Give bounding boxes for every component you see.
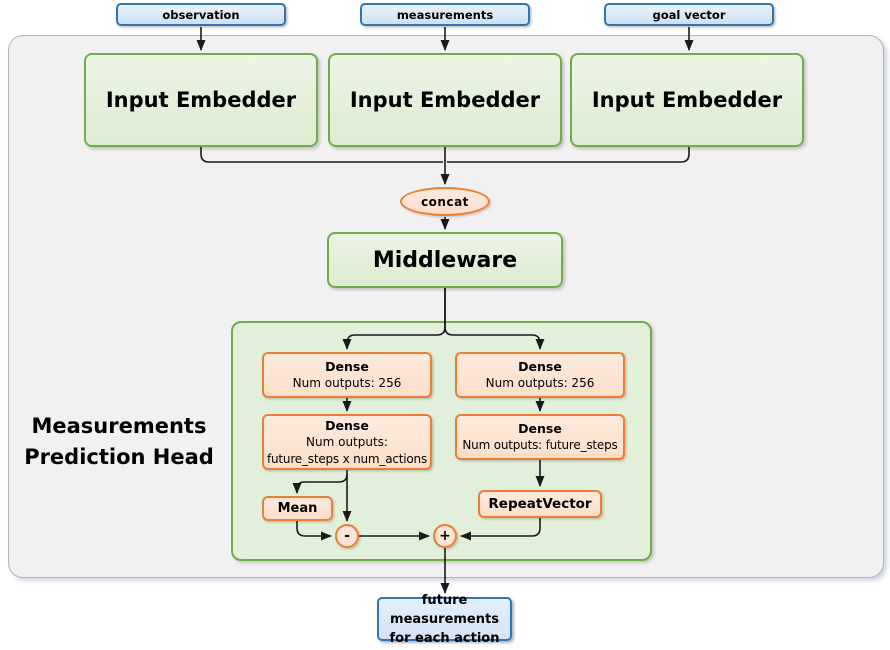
dense-left-2-title: Dense <box>325 417 369 433</box>
minus-node: - <box>335 524 359 548</box>
input-box-measurements: measurements <box>360 3 530 26</box>
dense-right-2: Dense Num outputs: future_steps <box>455 414 625 460</box>
plus-label: + <box>439 528 451 544</box>
input-box-goal-vector: goal vector <box>604 3 774 26</box>
output-label-line1: future measurements <box>390 592 499 627</box>
input-embedder-3: Input Embedder <box>570 53 804 147</box>
wire-embedder3-merge <box>447 147 690 163</box>
minus-label: - <box>344 528 350 544</box>
repeat-vector-label: RepeatVector <box>488 495 592 512</box>
dense-right-1-title: Dense <box>518 359 562 374</box>
mean-label: Mean <box>277 501 318 516</box>
dense-right-1: Dense Num outputs: 256 <box>455 352 625 398</box>
plus-node: + <box>433 524 457 548</box>
input-embedder-3-label: Input Embedder <box>591 88 783 112</box>
middleware-box: Middleware <box>327 232 563 288</box>
dense-right-2-sub: Num outputs: future_steps <box>462 438 618 452</box>
dense-right-2-title: Dense <box>518 421 562 436</box>
repeat-vector-box: RepeatVector <box>478 490 602 518</box>
input-label-observation: observation <box>162 7 240 22</box>
mean-box: Mean <box>262 496 333 521</box>
prediction-head-title-line2: Prediction Head <box>24 445 214 469</box>
output-label-line2: for each action <box>389 630 500 646</box>
wire-middleware-split-left <box>342 288 446 350</box>
dense-right-1-sub: Num outputs: 256 <box>485 376 595 390</box>
output-box: future measurements for each action <box>377 593 512 646</box>
middleware-label: Middleware <box>372 247 518 273</box>
wire-dense-l2-to-mean <box>292 473 348 494</box>
dense-left-1: Dense Num outputs: 256 <box>262 352 432 398</box>
dense-left-1-title: Dense <box>325 359 369 374</box>
wire-mean-to-minus <box>296 521 332 541</box>
input-label-measurements: measurements <box>396 7 494 22</box>
dense-left-2-sub1: Num outputs: <box>306 434 388 449</box>
dense-left-1-sub: Num outputs: 256 <box>292 376 402 390</box>
input-box-observation: observation <box>116 3 286 26</box>
concat-label: concat <box>421 194 469 209</box>
input-embedder-2-label: Input Embedder <box>349 88 541 112</box>
wire-middleware-split-right <box>444 288 545 350</box>
dense-left-2: Dense Num outputs: future_steps x num_ac… <box>262 414 432 470</box>
wire-embedder1-merge <box>200 147 443 163</box>
prediction-head-title: Measurements Prediction Head <box>14 411 224 473</box>
prediction-head-title-line1: Measurements <box>31 414 207 438</box>
dense-left-2-sub2: future_steps x num_actions <box>266 451 428 466</box>
input-label-goal-vector: goal vector <box>652 7 726 22</box>
input-embedder-2: Input Embedder <box>328 53 562 147</box>
input-embedder-1-label: Input Embedder <box>105 88 297 112</box>
wire-repeat-to-plus <box>460 518 541 541</box>
concat-node: concat <box>400 187 490 216</box>
input-embedder-1: Input Embedder <box>84 53 318 147</box>
